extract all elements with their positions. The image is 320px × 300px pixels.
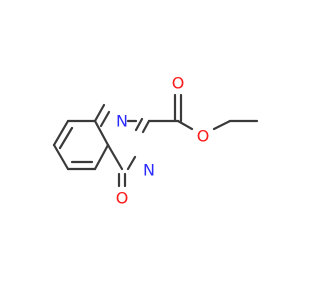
- atom-n1: N: [116, 112, 128, 131]
- atom-o-ester: O: [197, 127, 210, 146]
- atom-o-carbonyl: O: [172, 74, 185, 93]
- bond-c4a-c8a: [93, 119, 110, 147]
- structure-canvas: N N O O O: [52, 73, 259, 208]
- bond-c2-n3-double: [134, 117, 144, 132]
- bond-o-ester-ch2: [212, 119, 232, 131]
- atom-o-ketone: O: [116, 189, 129, 208]
- bond-c8-c7-double: [58, 126, 74, 150]
- bond-c5-c4a: [93, 143, 110, 171]
- bond-c8a-n1-double: [99, 110, 111, 128]
- atom-labels: N N O O O: [116, 74, 210, 208]
- bond-c7-c6: [52, 143, 70, 171]
- atom-n3: N: [143, 161, 155, 180]
- bonds: [52, 93, 259, 188]
- bond-c4-c4a: [106, 143, 124, 171]
- bond-c8-c7: [52, 119, 70, 147]
- bond-c-ester-o-ester: [176, 119, 194, 131]
- bond-c8a-n1: [93, 103, 106, 123]
- bond-c2-n3: [141, 119, 151, 134]
- bond-n3-c4: [126, 155, 137, 171]
- molecule-drawing: N N O O O: [52, 74, 259, 208]
